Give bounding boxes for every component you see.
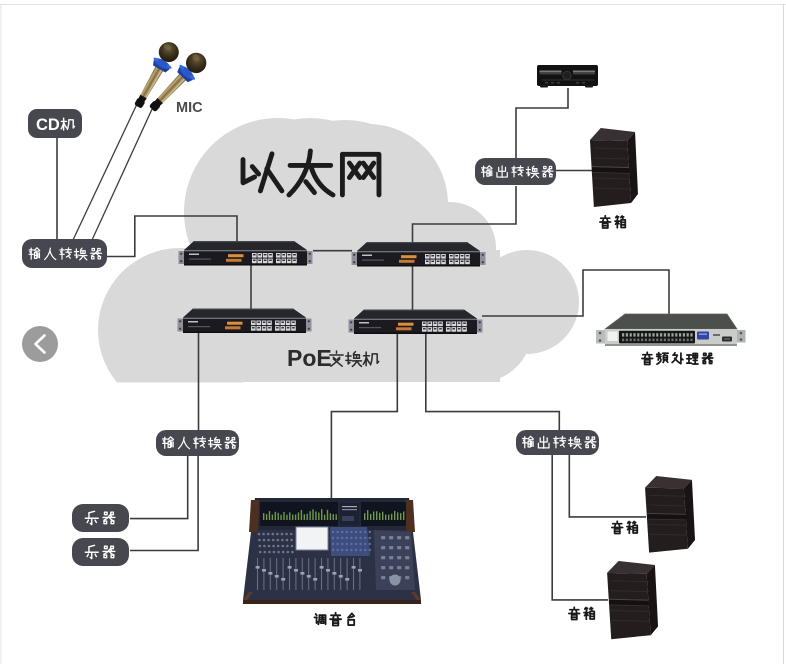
svg-text:CD: CD [36,116,60,134]
svg-text:PoE: PoE [287,345,332,371]
svg-text:MIC: MIC [176,100,203,116]
